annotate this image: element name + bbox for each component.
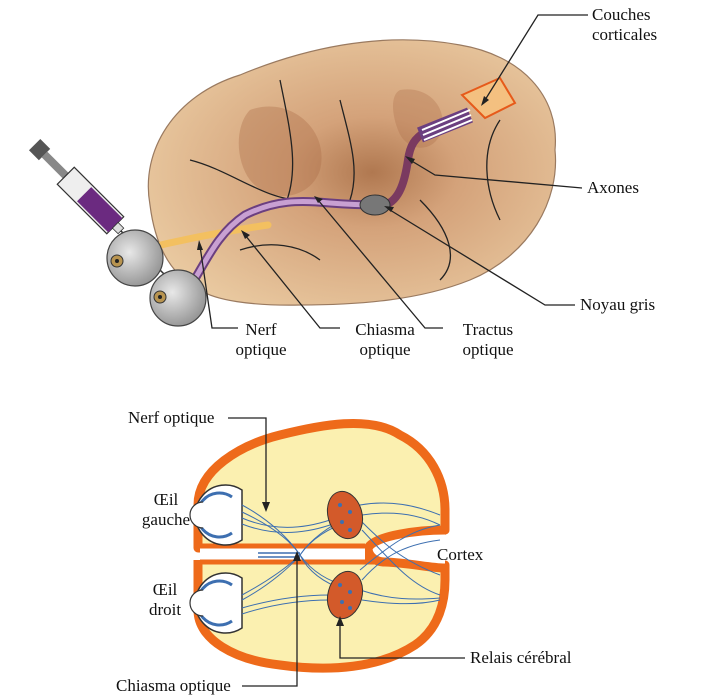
label-axones: Axones — [587, 178, 639, 198]
lateral-geniculate-nucleus — [360, 195, 390, 215]
label-chiasma-optique-top: Chiasma optique — [345, 320, 425, 360]
label-tractus-optique: Tractus optique — [448, 320, 528, 360]
label-oeil-gauche: Œil gauche — [135, 490, 197, 530]
label-relais-cerebral: Relais cérébral — [470, 648, 571, 668]
label-nerf-optique-bottom: Nerf optique — [128, 408, 214, 428]
label-couches-corticales: Couches corticales — [592, 5, 657, 45]
label-nerf-optique: Nerf optique — [225, 320, 297, 360]
label-cortex: Cortex — [437, 545, 483, 565]
eye-icon-lower — [150, 270, 206, 326]
label-chiasma-optique-bottom: Chiasma optique — [116, 676, 231, 696]
label-noyau-gris: Noyau gris — [580, 295, 655, 315]
eye-icon-upper — [107, 230, 163, 286]
label-oeil-droit: Œil droit — [135, 580, 195, 620]
